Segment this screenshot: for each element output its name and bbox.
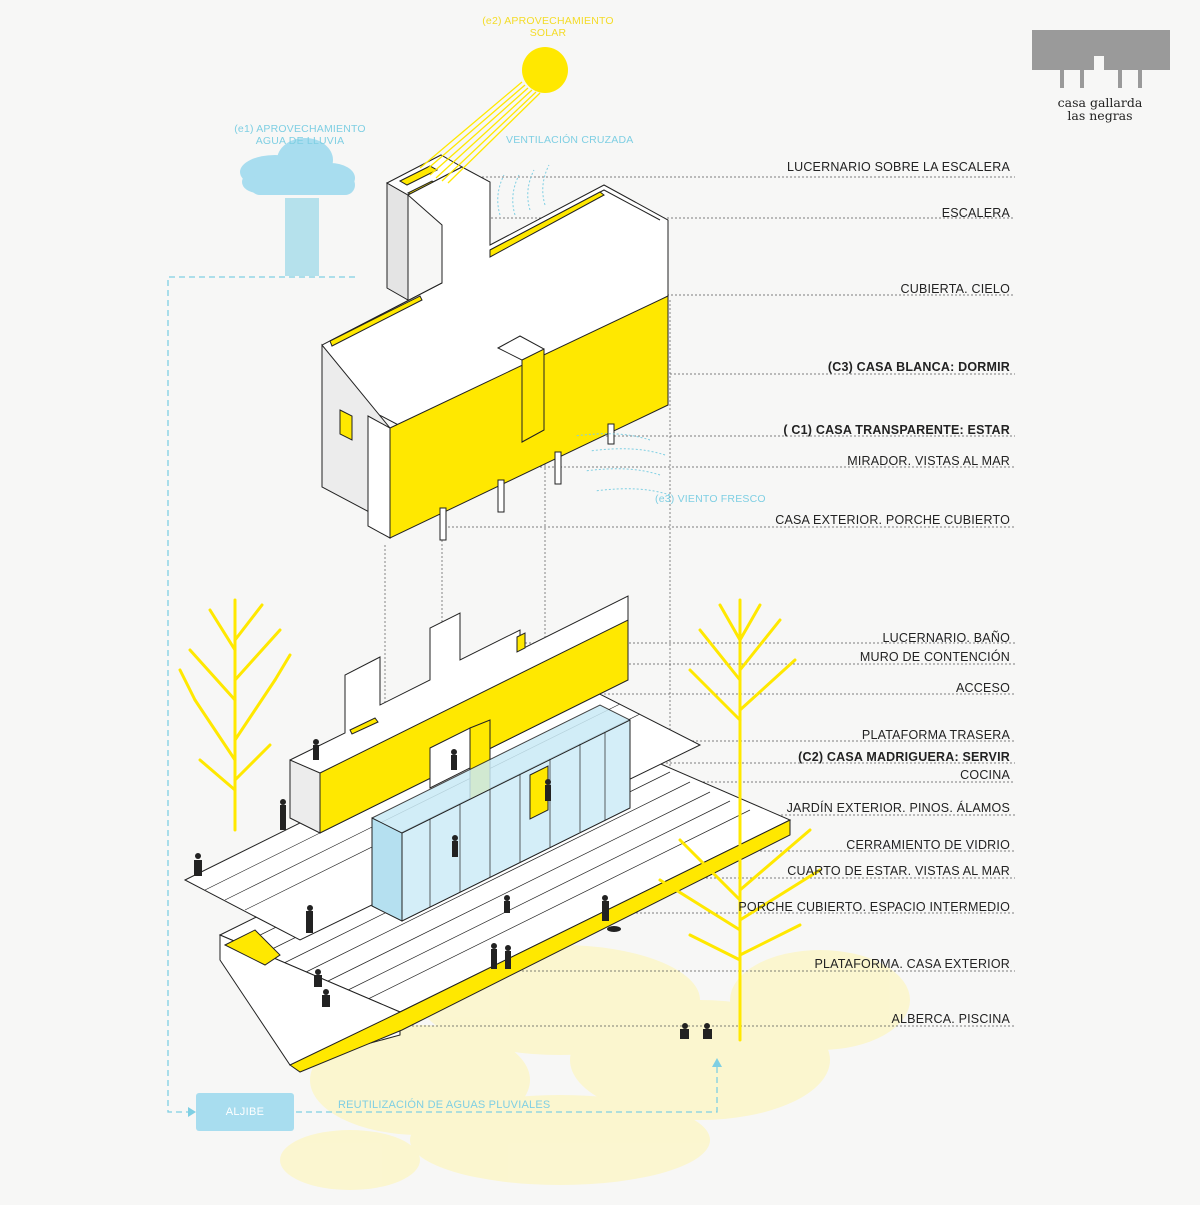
upper-block [321,154,669,541]
upper-label-0: LUCERNARIO SOBRE LA ESCALERA [786,160,1010,174]
ground-wash [280,945,910,1190]
lower-label-9: PORCHE CUBIERTO. ESPACIO INTERMEDIO [738,900,1010,914]
upper-label-2: CUBIERTA. CIELO [900,282,1010,296]
logo-line2: las negras [1067,108,1133,123]
reuse-label: REUTILIZACIÓN DE AGUAS PLUVIALES [338,1099,551,1111]
glass-box [371,704,631,922]
rain-label-line2: AGUA DE LLUVIA [255,135,345,147]
rain-label: (e1) APROVECHAMIENTO AGUA DE LLUVIA [225,123,375,147]
tree-right [658,598,822,1042]
logo: casa gallarda las negras [1030,28,1172,128]
aljibe-box: ALJIBE [196,1093,294,1131]
sun-icon [419,47,568,184]
solar-label-line1: (e2) APROVECHAMIENTO [482,15,614,27]
lower-label-7: CERRAMIENTO DE VIDRIO [846,838,1010,852]
rain-icon [285,198,319,276]
lower-label-3: PLATAFORMA TRASERA [861,728,1010,742]
ventilation-label: VENTILACIÓN CRUZADA [506,134,634,146]
tree-left [178,598,292,832]
solar-label-line2: SOLAR [529,27,567,39]
people [194,739,712,1039]
logo-mark [1032,30,1170,88]
upper-label-6: CASA EXTERIOR. PORCHE CUBIERTO [775,513,1010,527]
lower-label-4: (C2) CASA MADRIGUERA: SERVIR [798,750,1010,764]
water-cycle-path [167,276,718,1113]
rain-label-line1: (e1) APROVECHAMIENTO [234,123,366,135]
lower-label-2: ACCESO [956,681,1010,695]
logo-line1: casa gallarda [1057,95,1143,110]
upper-label-4: ( C1) CASA TRANSPARENTE: ESTAR [783,423,1010,437]
lower-label-5: COCINA [960,768,1010,782]
lower-label-1: MURO DE CONTENCIÓN [859,650,1010,664]
lower-label-11: ALBERCA. PISCINA [891,1012,1010,1026]
solar-label: (e2) APROVECHAMIENTO SOLAR [478,15,618,39]
cloud-icon [240,138,355,195]
ventilation-arrows [497,164,671,496]
lower-label-6: JARDÍN EXTERIOR. PINOS. ÁLAMOS [786,801,1010,815]
upper-label-5: MIRADOR. VISTAS AL MAR [847,454,1010,468]
wind-label: (e3) VIENTO FRESCO [655,493,766,505]
arrow-heads [188,1058,722,1117]
upper-label-1: ESCALERA [941,206,1010,220]
lower-label-0: LUCERNARIO. BAÑO [882,631,1010,645]
upper-label-3: (C3) CASA BLANCA: DORMIR [827,360,1010,374]
lower-label-8: CUARTO DE ESTAR. VISTAS AL MAR [787,864,1010,878]
lower-label-10: PLATAFORMA. CASA EXTERIOR [814,957,1010,971]
